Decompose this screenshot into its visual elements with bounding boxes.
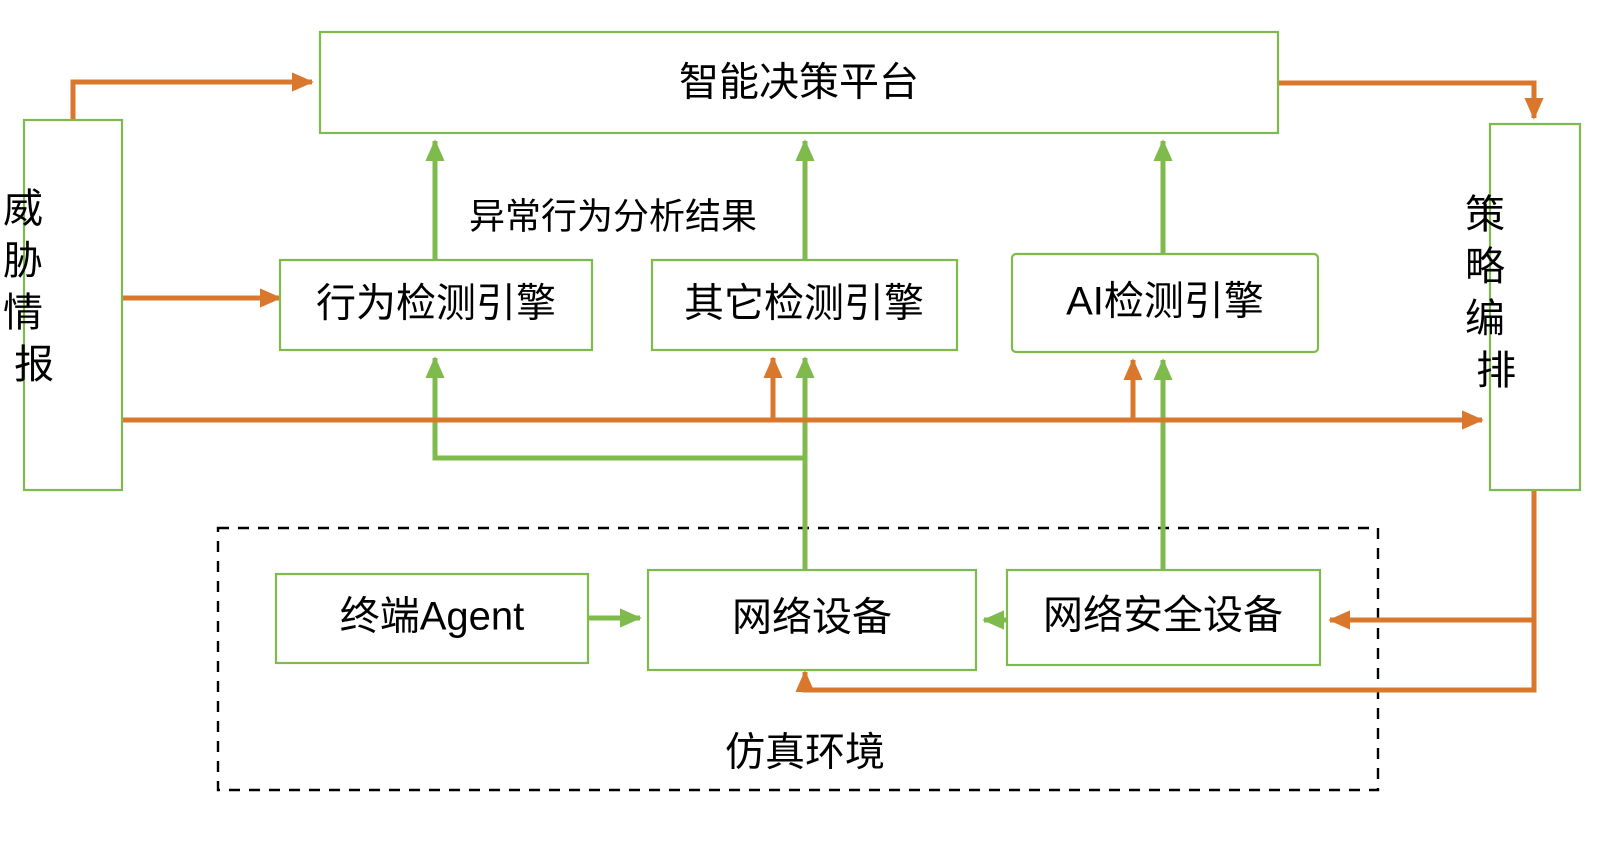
group-simulation-environment [216, 526, 1380, 792]
node-network-sec-device[interactable]: 网络安全设备 [1005, 568, 1322, 667]
edge-policy-orchestration-to-network-sec-device [1328, 490, 1537, 630]
edge-network-device-to-behavior-engine [425, 356, 805, 461]
edge-platform-to-policy-orchestration [1278, 80, 1544, 120]
node-endpoint-agent-label: 终端Agent [340, 595, 525, 639]
node-platform-box[interactable] [318, 30, 1280, 135]
node-threat-intel-label: 威 胁 情 报 [3, 187, 143, 387]
node-policy-orchestration[interactable]: 策 略 编 排 [1465, 122, 1605, 492]
node-ai-engine-box[interactable] [1010, 252, 1320, 354]
node-network-device[interactable]: 网络设备 [646, 568, 978, 672]
group-label-simulation-environment: 仿真环境 [725, 731, 885, 775]
node-policy-orchestration-box[interactable] [1488, 122, 1582, 492]
node-behavior-engine-label: 行为检测引擎 [316, 282, 556, 326]
node-behavior-engine[interactable]: 行为检测引擎 [278, 258, 594, 352]
node-platform[interactable]: 智能决策平台 [318, 30, 1280, 135]
edge-threat-intel-to-platform [70, 72, 314, 120]
node-endpoint-agent[interactable]: 终端Agent [274, 572, 590, 665]
edge-label-anomaly-result: 异常行为分析结果 [469, 196, 757, 237]
node-behavior-engine-box[interactable] [278, 258, 594, 352]
node-network-device-box[interactable] [646, 568, 978, 672]
node-network-sec-device-label: 网络安全设备 [1043, 594, 1283, 638]
node-threat-intel[interactable]: 威 胁 情 报 [3, 118, 143, 492]
node-other-engine-label: 其它检测引擎 [684, 282, 924, 326]
node-ai-engine[interactable]: AI检测引擎 [1010, 252, 1320, 354]
node-policy-orchestration-label: 策 略 编 排 [1465, 193, 1605, 393]
node-threat-intel-box[interactable] [22, 118, 124, 492]
edge-policy-orchestration-to-network-device [795, 620, 1537, 693]
node-network-sec-device-box[interactable] [1005, 568, 1322, 667]
node-other-engine[interactable]: 其它检测引擎 [650, 258, 959, 352]
node-endpoint-agent-box[interactable] [274, 572, 590, 665]
node-other-engine-box[interactable] [650, 258, 959, 352]
node-platform-label: 智能决策平台 [679, 61, 919, 105]
node-network-device-label: 网络设备 [732, 596, 892, 640]
node-ai-engine-label: AI检测引擎 [1066, 280, 1264, 324]
